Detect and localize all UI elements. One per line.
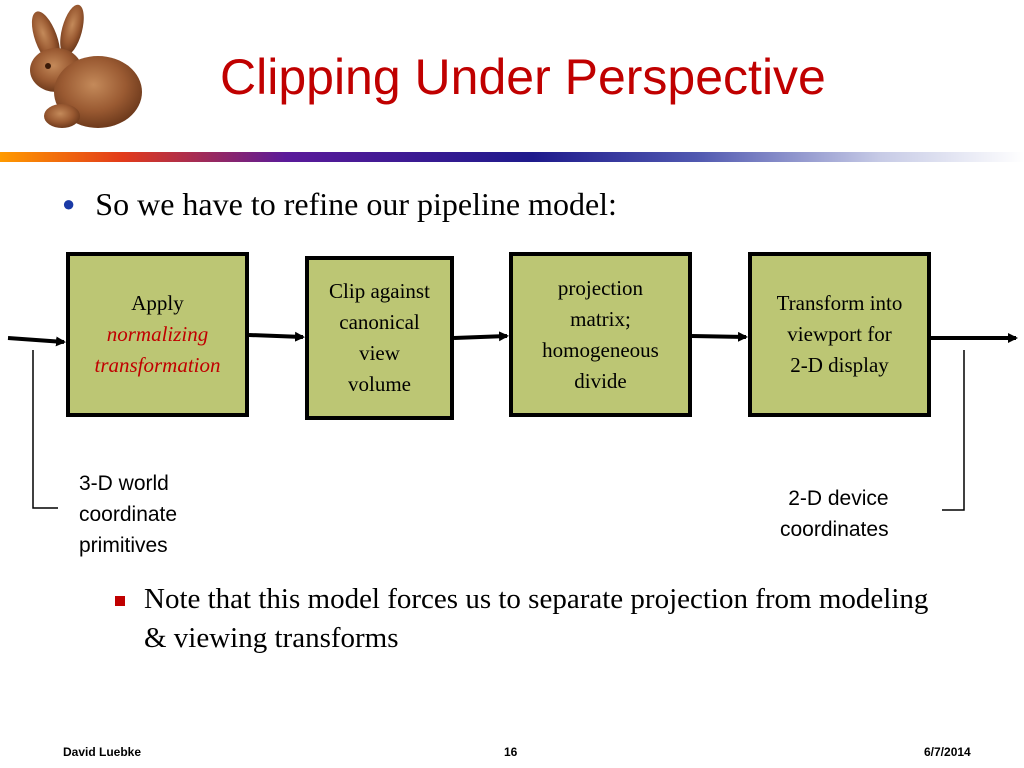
stage-line: 2-D display xyxy=(790,353,889,377)
input-label-line: 3-D world xyxy=(79,472,169,495)
stage-line: divide xyxy=(574,368,627,393)
stage-line: Clip against xyxy=(329,279,430,303)
input-arrow xyxy=(7,336,66,347)
title-divider xyxy=(0,152,1024,162)
footer-author: David Luebke xyxy=(63,745,142,759)
footer-page-number: 16 xyxy=(504,745,518,759)
bunny-icon xyxy=(30,4,142,128)
stage-line: viewport for xyxy=(787,322,892,346)
input-label: 3-D world coordinate primitives xyxy=(79,468,177,561)
pipeline-stage-normalize: Apply normalizing transformation xyxy=(66,252,249,417)
pipeline-stage-clip: Clip against canonical view volume xyxy=(305,256,454,420)
stage-line: canonical xyxy=(339,310,420,334)
pipeline-stage-viewport: Transform into viewport for 2-D display xyxy=(748,252,931,417)
stage-line: volume xyxy=(347,372,411,396)
bullet-dot-icon: ● xyxy=(62,191,76,216)
stage-line: view xyxy=(359,341,400,365)
arrow-1-2 xyxy=(248,331,305,342)
pipeline-stage-projection: projection matrix; homogeneous divide xyxy=(509,252,692,417)
output-label: 2-D device coordinates xyxy=(780,483,889,545)
input-label-line: primitives xyxy=(79,534,168,557)
sub-bullet-item: Note that this model forces us to separa… xyxy=(115,580,944,658)
bullet-item: ● So we have to refine our pipeline mode… xyxy=(62,186,617,223)
output-label-line: coordinates xyxy=(780,518,889,541)
arrow-3-4 xyxy=(691,331,748,342)
output-bracket xyxy=(942,350,965,511)
sub-bullet-text: Note that this model forces us to separa… xyxy=(144,583,929,654)
stage-line: projection xyxy=(557,275,644,300)
square-bullet-icon xyxy=(115,596,125,606)
arrow-2-3 xyxy=(453,331,509,342)
slide-title: Clipping Under Perspective xyxy=(220,49,826,105)
input-label-line: coordinate xyxy=(79,503,178,526)
stage-line: Apply xyxy=(131,291,184,315)
stage-line: homogeneous xyxy=(542,337,659,362)
stage-emphasis-line: normalizing xyxy=(106,322,209,346)
stage-emphasis-line: transformation xyxy=(94,353,221,377)
input-bracket xyxy=(32,350,58,509)
output-label-line: 2-D device xyxy=(788,487,889,510)
stage-line: Transform into xyxy=(776,291,903,315)
bullet-text: So we have to refine our pipeline model: xyxy=(95,186,617,222)
stage-line: matrix; xyxy=(570,306,631,331)
footer-date: 6/7/2014 xyxy=(924,745,971,759)
